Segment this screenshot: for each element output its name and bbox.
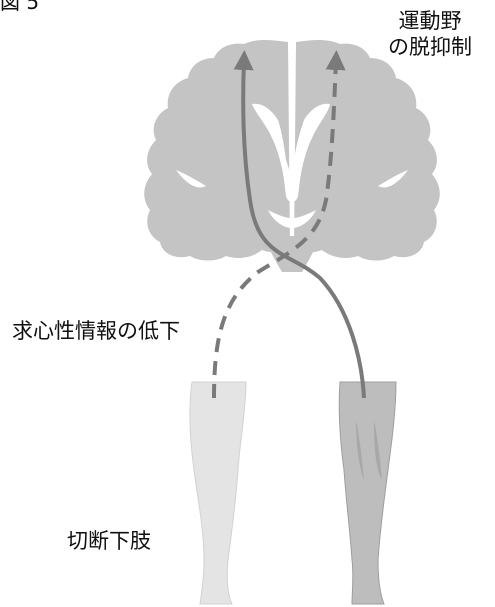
left-hemisphere (144, 40, 290, 261)
left-leg-amputated (190, 382, 246, 604)
brainstem (262, 236, 322, 272)
right-leg-intact (339, 382, 396, 604)
brain (144, 40, 440, 272)
midline-fissure (290, 42, 294, 100)
